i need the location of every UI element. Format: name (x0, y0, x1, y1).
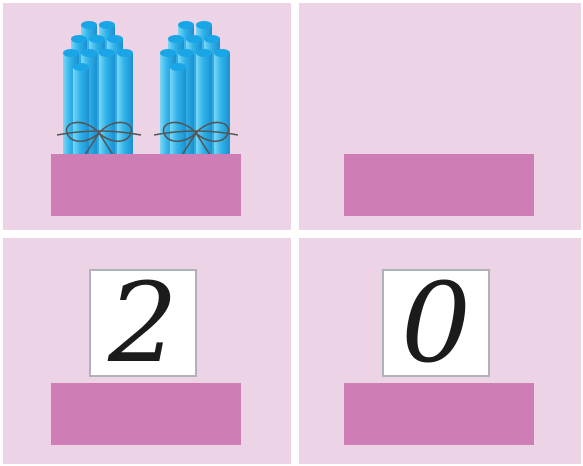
digit-card: 2 (89, 269, 197, 377)
panel-empty (299, 3, 581, 230)
digit-label: 2 (107, 271, 178, 375)
digit-graphic: 0 (384, 271, 488, 375)
panel-digit-zero: 0 (299, 238, 581, 464)
panel-stick-bundles (3, 3, 291, 230)
digit-card: 0 (382, 269, 490, 377)
digit-graphic: 2 (91, 271, 195, 375)
answer-box-bundles[interactable] (51, 154, 241, 216)
answer-box-empty[interactable] (344, 154, 534, 216)
panel-digit-two: 2 (3, 238, 291, 464)
answer-box-digit-two[interactable] (51, 383, 241, 445)
answer-box-digit-zero[interactable] (344, 383, 534, 445)
stick-bundle-icon (55, 17, 143, 157)
stick-bundle-icon (152, 17, 240, 157)
digit-label: 0 (401, 271, 471, 375)
